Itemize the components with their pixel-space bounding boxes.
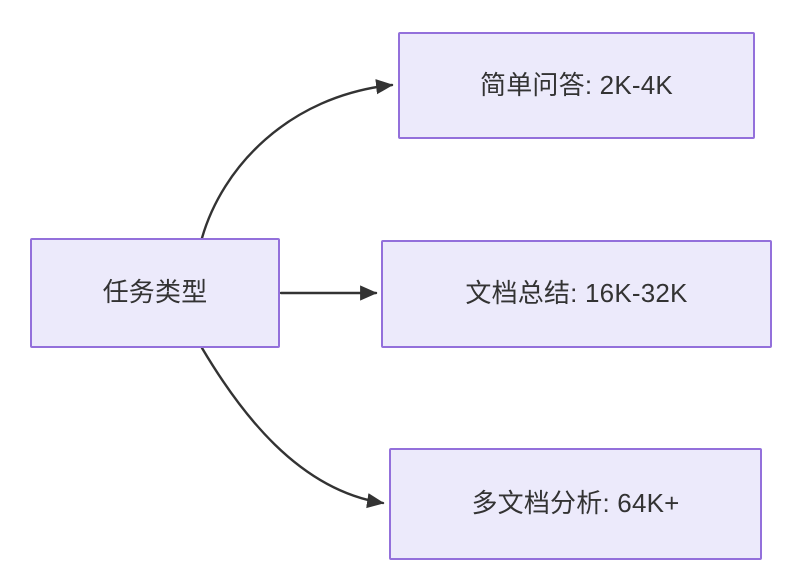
node-simple-qa[interactable]: 简单问答: 2K-4K	[398, 32, 755, 139]
node-document-summary[interactable]: 文档总结: 16K-32K	[381, 240, 772, 348]
node-simple-qa-label: 简单问答: 2K-4K	[480, 69, 673, 100]
edge-task-type-to-multi-document-analysis	[200, 346, 385, 509]
node-multi-document-analysis-label: 多文档分析: 64K+	[471, 488, 680, 519]
node-multi-document-analysis[interactable]: 多文档分析: 64K+	[389, 448, 762, 560]
edge-task-type-to-simple-qa	[200, 79, 394, 240]
node-task-type-label: 任务类型	[102, 277, 208, 308]
node-task-type[interactable]: 任务类型	[30, 238, 280, 348]
node-document-summary-label: 文档总结: 16K-32K	[465, 278, 688, 309]
